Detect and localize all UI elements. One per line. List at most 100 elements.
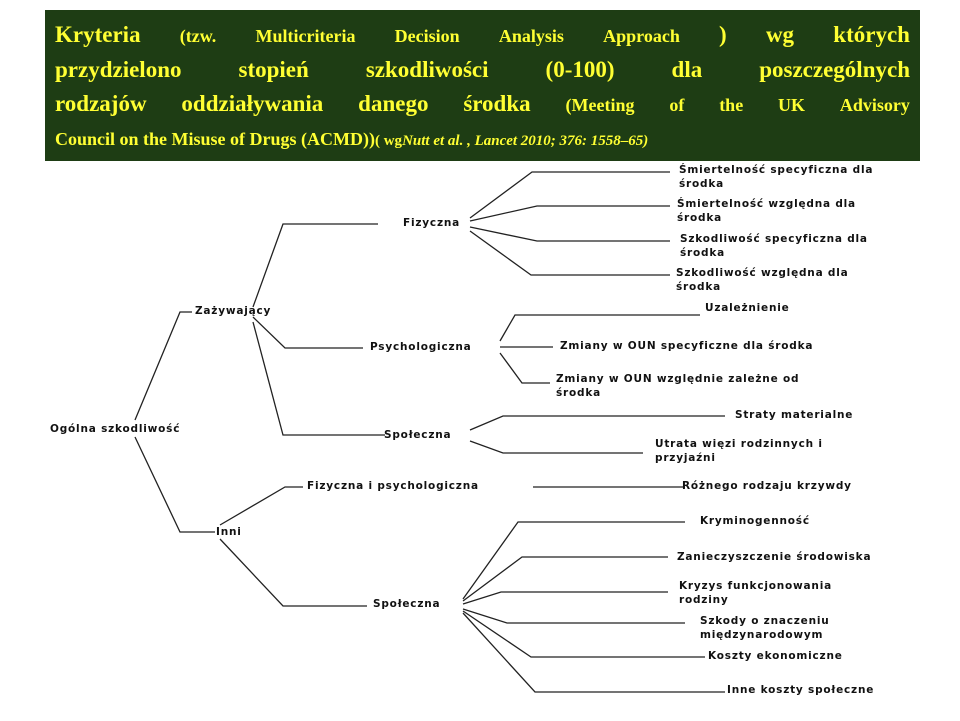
title-word: Approach [603,26,680,46]
connector [499,314,700,342]
connector [252,223,378,308]
node-user-social: Społeczna [384,429,452,441]
connector [462,521,685,600]
connector [469,226,670,242]
leaf-line: międzynarodowym [700,629,824,641]
title-text: Council on the Misuse of Drugs (ACMD)) [55,128,375,149]
leaf-line: Śmiertelność względna dla [677,198,856,210]
connector [469,230,670,276]
leaf-line: Szkody o znaczeniu [700,615,830,627]
leaf-line: Zanieczyszczenie środowiska [677,551,872,563]
leaf: Inne koszty społeczne [727,683,874,697]
connector [469,415,725,431]
title-word: wg [765,22,795,47]
connector [462,612,725,693]
title-word: the [719,95,744,115]
connector [462,556,668,602]
leaf-line: Straty materialne [735,409,854,421]
leaf: Zmiany w OUN względnie zależne od środka [556,372,799,400]
connector [469,171,670,219]
leaf: Kryzys funkcjonowania rodziny [679,579,832,607]
leaf-line: Koszty ekonomiczne [708,650,843,662]
connector [134,436,215,533]
leaf: Zanieczyszczenie środowiska [677,550,871,564]
leaf-line: Różnego rodzaju krzywdy [682,480,852,492]
node-others-social: Społeczna [373,598,441,610]
tree-connectors [134,171,725,693]
title-line-2: przydzielono stopień szkodliwości (0-100… [55,53,910,88]
leaf-line: Utrata więzi rodzinnych i [655,438,823,450]
leaf-line: środka [680,247,726,259]
leaf: Zmiany w OUN specyficzne dla środka [560,339,813,353]
title-line-4: Council on the Misuse of Drugs (ACMD)) (… [55,122,910,157]
connector [134,311,192,421]
leaf: Kryminogenność [700,514,810,528]
leaf-line: Uzależnienie [705,302,790,314]
title-word: Multicriteria [255,26,356,46]
leaf-line: Zmiany w OUN względnie zależne od [556,373,800,385]
node-user: Zażywający [195,305,272,317]
leaf-line: środka [679,178,725,190]
leaf-line: Szkodliwość specyficzna dla [680,233,868,245]
node-user-psychological: Psychologiczna [370,341,472,353]
leaf-line: Inne koszty społeczne [727,684,875,696]
connector [462,610,705,658]
connector [252,316,363,349]
title-text: ( wg [374,132,403,149]
title-word: (Meeting [565,95,635,115]
leaf: Różnego rodzaju krzywdy [682,479,852,493]
leaf: Koszty ekonomiczne [708,649,843,663]
title-word: środka [463,91,531,116]
title-word: ) [719,22,727,47]
title-word: szkodliwości [365,56,489,82]
title-word: których [833,22,910,47]
leaf-line: środka [676,281,722,293]
connector [469,440,643,454]
title-word: Advisory [839,95,910,115]
title-line-1: Kryteria (tzw. Multicriteria Decision An… [55,18,910,53]
node-others: Inni [216,526,242,538]
title-word: UK [778,95,806,115]
leaf-line: Śmiertelność specyficzna dla [679,164,874,176]
title-banner: Kryteria (tzw. Multicriteria Decision An… [45,10,920,161]
node-root: Ogólna szkodliwość [50,423,181,435]
connector [462,608,685,624]
leaf-line: Kryminogenność [700,515,810,527]
connector [462,591,668,605]
connector [219,486,303,526]
title-word: przydzielono [55,56,182,82]
citation: Nutt et al. , Lancet 2010; 376: 1558–65) [402,132,649,149]
title-word: of [669,95,685,115]
leaf: Szkody o znaczeniu międzynarodowym [700,614,830,642]
leaf-line: Zmiany w OUN specyficzne dla środka [560,340,814,352]
title-word: (0-100) [545,56,615,82]
connector [252,321,385,436]
leaf: Utrata więzi rodzinnych i przyjaźni [655,437,823,465]
connector [219,538,367,607]
leaf: Uzależnienie [705,301,790,315]
title-word: stopień [238,56,309,82]
leaf-line: środka [556,387,602,399]
title-word: Decision [394,26,460,46]
title-word: dla [671,56,703,82]
leaf: Straty materialne [735,408,853,422]
leaf: Śmiertelność specyficzna dla środka [679,163,873,191]
title-line-3: rodzajów oddziaływania danego środka (Me… [55,87,910,122]
leaf-line: Kryzys funkcjonowania [679,580,832,592]
leaf-line: Szkodliwość względna dla [676,267,849,279]
leaf: Szkodliwość względna dla środka [676,266,849,294]
harm-criteria-tree: Ogólna szkodliwość Zażywający Inni Fizyc… [45,161,920,700]
connector [469,205,670,222]
title-word: Kryteria [55,22,141,47]
leaf: Szkodliwość specyficzna dla środka [680,232,868,260]
title-word: danego [358,91,429,116]
leaf-line: przyjaźni [655,452,716,464]
title-word: oddziaływania [181,91,324,116]
node-user-physical: Fizyczna [403,217,461,229]
title-word: Analysis [498,26,564,46]
leaf-line: rodziny [679,594,729,606]
title-word: (tzw. [179,26,217,46]
node-others-physpsych: Fizyczna i psychologiczna [307,480,479,492]
leaf-line: środka [677,212,723,224]
title-word: rodzajów [55,91,147,116]
